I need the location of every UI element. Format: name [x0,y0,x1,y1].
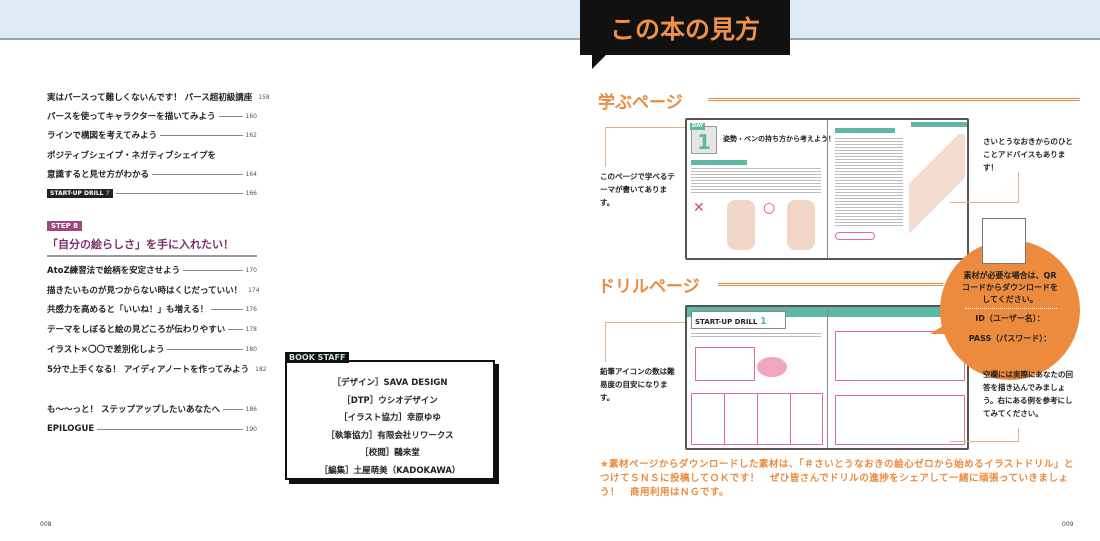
learn-heading-line [708,98,1080,101]
toc-item-label: EPILOGUE [47,424,95,434]
toc-item: 描きたいものが見つからない時はくじだっていい！ 174 [47,283,260,297]
drill-callout-right: 空欄には実際にあなたの回答を描き込んでみましょう。右にある例を参考にしてみてくだ… [983,370,1073,418]
toc-item-label: テーマをしぼると絵の見どころが伝わりやすい [47,325,226,335]
step-title: 「自分の絵らしさ」を手に入れたい！ [47,236,257,257]
drill-badge: START-UP DRILL 7 [47,188,113,198]
toc-item: EPILOGUE 190 [47,422,257,436]
toc-item-page: 186 [245,405,257,413]
staff-credit: ［デザイン］SAVA DESIGN [332,378,448,388]
leader-line [167,348,243,350]
toc-item-page: 164 [245,170,257,178]
toc-item: も〜〜っと！ ステップアップしたいあなたへ 186 [47,402,257,416]
toc-item: AtoZ練習法で絵柄を安定させよう 170 [47,263,257,277]
toc-item-label: 5分で上手くなる！ アイディアノートを作ってみよう [47,365,250,375]
staff-credit: ［校閲］鷗来堂 [360,448,420,458]
toc-item: ラインで構図を考えてみよう 162 [47,128,257,142]
title-tail [592,55,606,69]
top-band [0,0,1100,40]
footnote: ★素材ページからダウンロードした素材は、「＃さいとうなおきの絵心ゼロから始めるイ… [600,459,1074,498]
toc-item-label: も〜〜っと！ ステップアップしたいあなたへ [47,405,220,415]
leader-line [160,134,243,136]
toc-item: 実はパースって難しくないんです！ パース超初級講座 158 [47,90,270,104]
toc-item: パースを使ってキャラクターを描いてみよう 160 [47,109,257,123]
day-badge: 1 [691,126,717,154]
book-staff-box [285,360,495,480]
toc-item-label: 意識すると見せ方がわかる [47,170,150,180]
toc-item-page: 160 [245,112,257,120]
step-num: 8 [73,222,79,230]
leader-line [152,173,243,175]
toc-item-page: 166 [245,189,257,197]
page-title: この本の見方 [580,0,790,55]
leader-line [211,308,243,310]
drill-mini-title: START-UP DRILL 1 [691,311,786,329]
leader-line [183,269,243,271]
circle-icon: ○ [763,200,776,216]
toc-item-label: 描きたいものが見つからない時はくじだっていい！ [47,286,243,296]
toc-item: テーマをしぼると絵の見どころが伝わりやすい 178 [47,322,257,336]
step-label: STEP [51,222,71,230]
toc-item-label: ポジティブシェイプ・ネガティブシェイプを [47,151,216,161]
staff-credit: ［執筆協力］有限会社リワークス [326,430,454,441]
toc-item-label: 共感力を高めると「いいね！」も増える！ [47,305,209,315]
bubble-text: 素材が必要な場合は、QRコードからダウンロードをしてください。 [962,271,1058,304]
learn-callout-left: このページで学べるテーマが書いてあります。 [600,172,675,207]
toc-item-page: 176 [245,305,257,313]
toc-item-page: 190 [245,425,257,433]
drill-heading-line [718,283,943,286]
drill-page-sample: START-UP DRILL 1 [685,305,969,450]
drill-heading: ドリルページ [598,277,700,297]
toc-item-page: 158 [258,93,270,101]
leader-line [218,115,243,117]
toc-item-label: イラスト×〇〇で差別化しよう [47,345,165,355]
book-staff-tag: BOOK STAFF [285,352,350,363]
toc-item-page: 170 [245,266,257,274]
toc-item-page: 182 [255,365,267,373]
learn-callout-right: さいとうなおきからのひとことアドバイスもあります！ [983,137,1073,172]
page-number-left: 008 [40,521,52,528]
mini-title: 姿勢・ペンの持ち方から考えよう！ [723,135,835,143]
toc-item: イラスト×〇〇で差別化しよう 180 [47,342,257,356]
step-badge: STEP 8 [47,221,83,231]
toc-item-label: 実はパースって難しくないんです！ パース超初級講座 [47,93,253,103]
toc-item-label: ラインで構図を考えてみよう [47,131,158,141]
leader-line [97,428,243,430]
toc-item-page: 174 [248,286,260,294]
qr-code-placeholder [982,218,1026,264]
pass-label: PASS（パスワード）： [968,334,1052,343]
staff-credit: ［DTP］ウシオデザイン [342,395,438,406]
day-label: DAY [690,123,706,130]
toc-item: 意識すると見せ方がわかる 164 [47,167,257,181]
toc-item-label: パースを使ってキャラクターを描いてみよう [47,112,216,122]
toc-item-drill-7: START-UP DRILL 7 166 [47,186,257,200]
toc-item-page: 180 [245,345,257,353]
staff-credit: ［編集］土屋萌美（KADOKAWA） [319,465,461,476]
toc-item: 5分で上手くなる！ アイディアノートを作ってみよう 182 [47,362,267,376]
toc-item-page: 162 [245,131,257,139]
staff-credit: ［イラスト協力］幸原ゆゆ [339,413,441,423]
drill-callout-left: 鉛筆アイコンの数は難易度の目安になります。 [600,367,675,402]
learn-heading: 学ぶページ [598,93,683,113]
id-label: ID（ユーザー名）： [975,314,1045,323]
cross-icon: ✕ [693,200,705,216]
leader-line [228,328,243,330]
learn-page-sample: 1 DAY 姿勢・ペンの持ち方から考えよう！ ✕ ○ [685,118,969,260]
toc-item-label: AtoZ練習法で絵柄を安定させよう [47,266,181,276]
day-number: 1 [697,130,711,154]
page-number-right: 009 [1062,521,1074,528]
toc-item: 共感力を高めると「いいね！」も増える！ 176 [47,302,257,316]
leader-line [222,408,243,410]
toc-item: ポジティブシェイプ・ネガティブシェイプを [47,148,257,162]
toc-item-page: 178 [245,325,257,333]
